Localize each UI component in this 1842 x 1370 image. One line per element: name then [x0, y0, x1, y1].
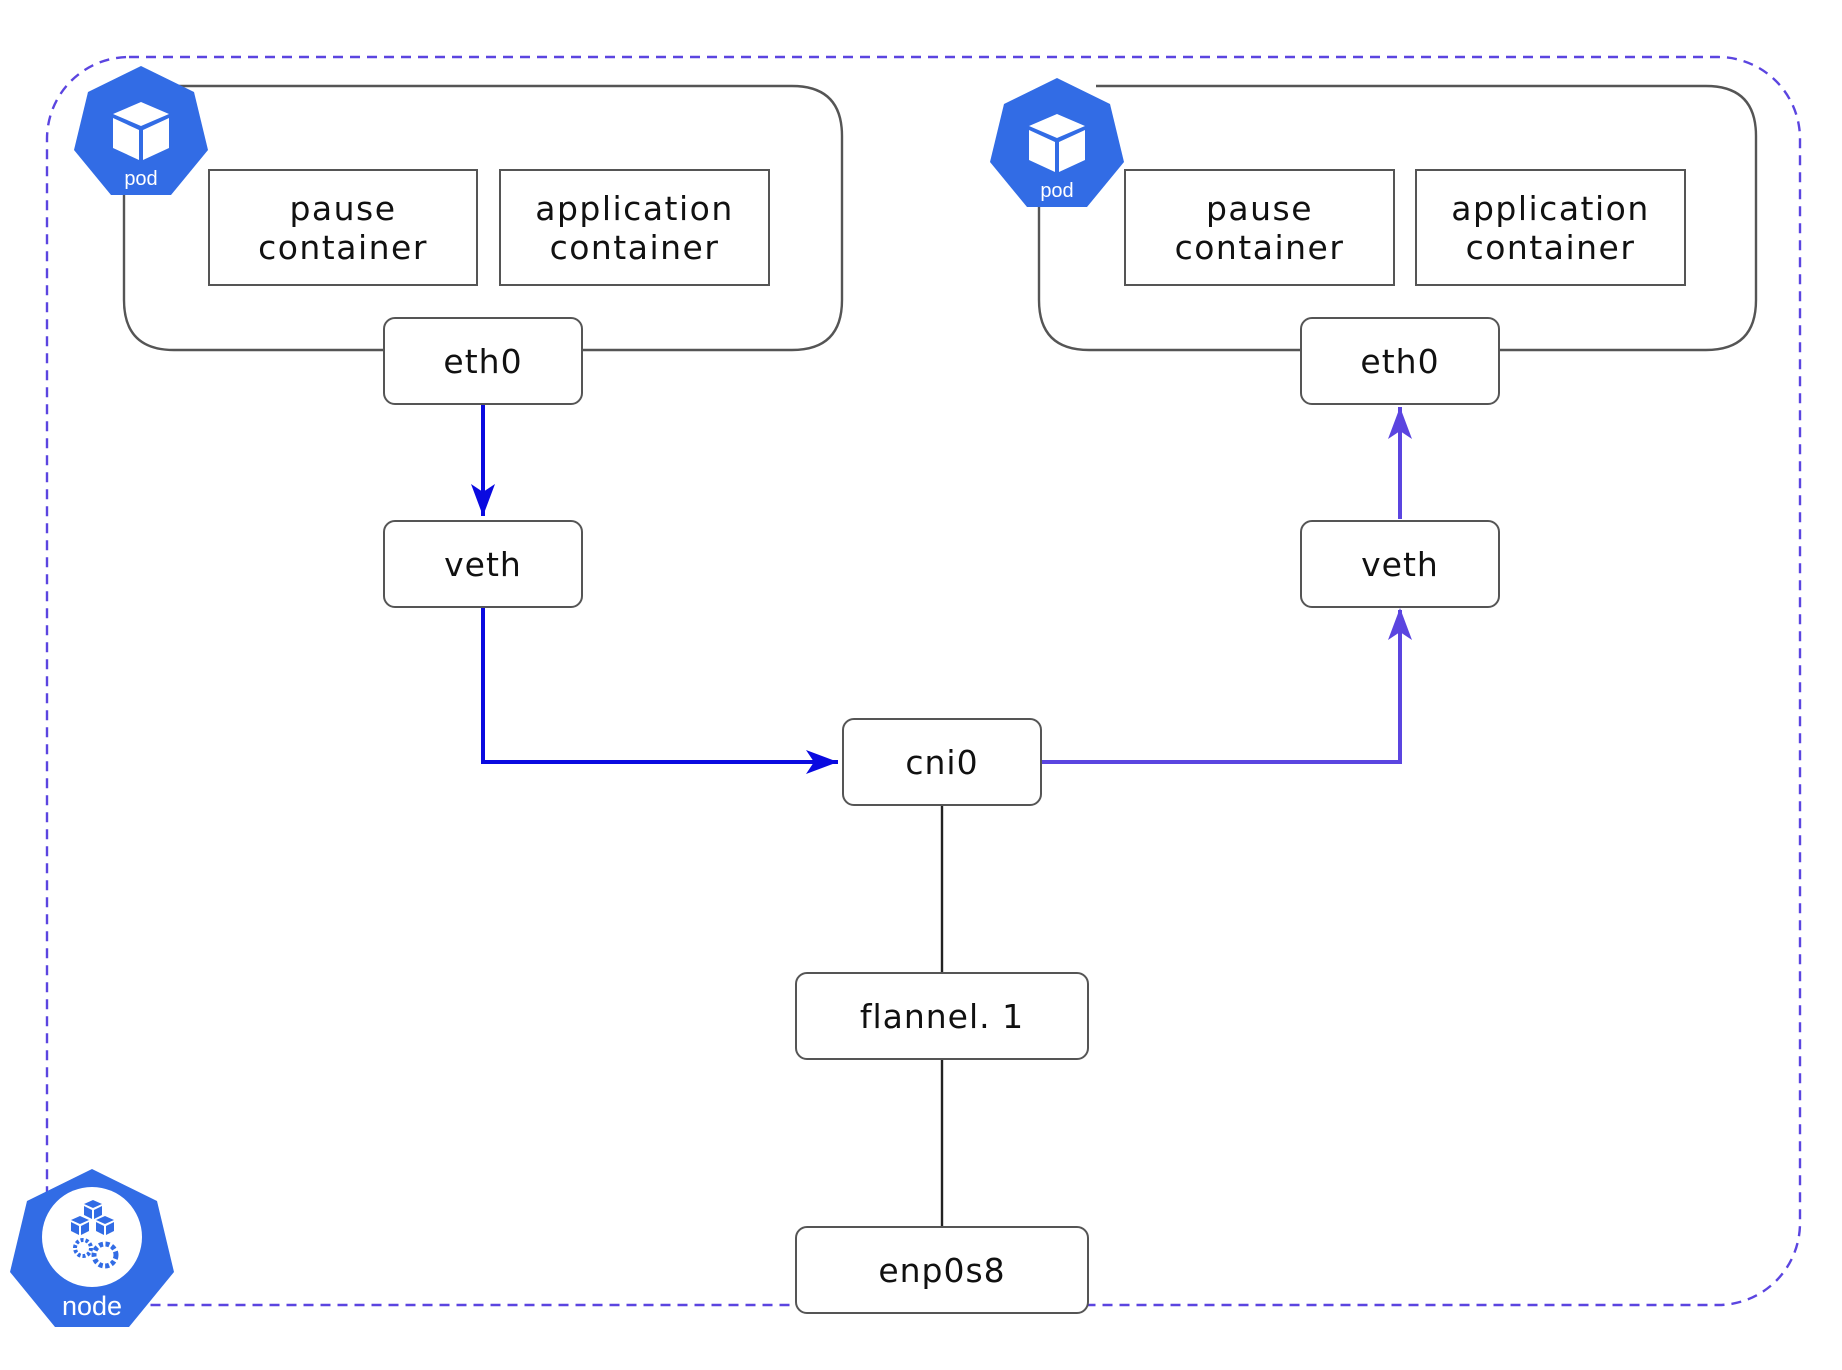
application-container-line1: application	[535, 188, 734, 228]
pause-container-line2: container	[1174, 227, 1345, 267]
interface-label: veth	[444, 544, 522, 584]
pause-container-line1: pause	[289, 188, 397, 228]
application-container-line2: container	[549, 227, 720, 267]
arrowhead-up	[1388, 407, 1412, 439]
arrow-cni0-to-veth	[1041, 610, 1402, 764]
interface-label: eth0	[443, 341, 523, 381]
interface-label: eth0	[1360, 341, 1440, 381]
arrowhead-right	[806, 750, 838, 774]
pod-1-badge: pod	[74, 66, 208, 195]
pod-2-eth0: eth0	[1300, 317, 1500, 405]
arrow-veth-to-cni0	[481, 607, 838, 764]
pod-cube-icon	[1029, 114, 1085, 172]
application-container-line2: container	[1465, 227, 1636, 267]
pod-cube-icon	[113, 102, 169, 160]
interface-label: veth	[1361, 544, 1439, 584]
pause-container-line2: container	[258, 227, 428, 267]
pod-1-outline	[122, 84, 844, 352]
enp0s8-interface: enp0s8	[795, 1226, 1089, 1314]
interface-label: flannel. 1	[859, 996, 1025, 1036]
arrowhead-down	[471, 484, 495, 516]
pod-badge-label: pod	[124, 168, 157, 190]
pod-1-application-container: application container	[499, 169, 770, 286]
node-badge-label: node	[62, 1291, 122, 1321]
pause-container-line1: pause	[1205, 188, 1314, 228]
pod-2-badge: pod	[990, 78, 1124, 207]
pod-2-application-container: application container	[1415, 169, 1686, 286]
interface-label: cni0	[905, 742, 979, 782]
pod-1-eth0: eth0	[383, 317, 583, 405]
node-gear-cubes-icon	[71, 1200, 119, 1269]
application-container-line1: application	[1451, 188, 1650, 228]
pod-1-pause-container: pause container	[208, 169, 478, 286]
flannel-interface: flannel. 1	[795, 972, 1089, 1060]
pod-badge-label: pod	[1040, 180, 1073, 202]
pod-1-veth: veth	[383, 520, 583, 608]
pod-2-pause-container: pause container	[1124, 169, 1395, 286]
interface-label: enp0s8	[878, 1250, 1006, 1290]
node-badge: node	[10, 1169, 174, 1327]
arrowhead-up	[1388, 608, 1412, 640]
pod-2-outline	[1037, 84, 1758, 352]
cni0-bridge: cni0	[842, 718, 1042, 806]
pod-2-veth: veth	[1300, 520, 1500, 608]
